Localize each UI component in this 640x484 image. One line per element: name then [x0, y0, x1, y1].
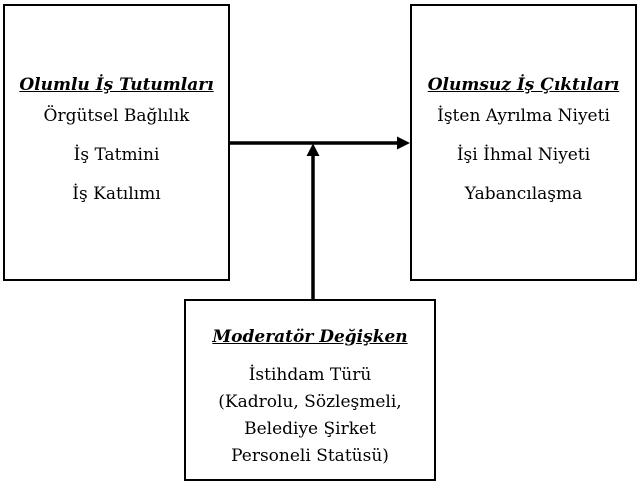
moderator-arrow-head: [306, 143, 320, 156]
positive-attitude-item: İş Katılımı: [72, 184, 161, 204]
moderator-line: Personeli Statüsü): [231, 446, 389, 466]
negative-outcome-item: İşten Ayrılma Niyeti: [437, 106, 610, 126]
positive-attitudes-box: Olumlu İş Tutumları Örgütsel Bağlılık İş…: [3, 4, 230, 281]
moderator-line: Belediye Şirket: [244, 419, 376, 439]
negative-outcome-item: İşi İhmal Niyeti: [456, 145, 591, 165]
moderator-line: (Kadrolu, Sözleşmeli,: [218, 392, 402, 412]
negative-outcomes-title: Olumsuz İş Çıktıları: [427, 75, 620, 95]
moderator-variable-title: Moderatör Değişken: [212, 327, 408, 347]
moderator-line: İstihdam Türü: [248, 365, 372, 385]
positive-attitude-item: İş Tatmini: [73, 145, 160, 165]
positive-attitudes-title: Olumlu İş Tutumları: [19, 75, 214, 95]
negative-outcomes-box: Olumsuz İş Çıktıları İşten Ayrılma Niyet…: [410, 4, 637, 281]
positive-attitude-item: Örgütsel Bağlılık: [43, 106, 190, 126]
moderator-variable-box: Moderatör Değişken İstihdam Türü (Kadrol…: [184, 299, 436, 481]
main-arrow-head: [397, 136, 410, 150]
negative-outcome-item: Yabancılaşma: [464, 184, 583, 204]
